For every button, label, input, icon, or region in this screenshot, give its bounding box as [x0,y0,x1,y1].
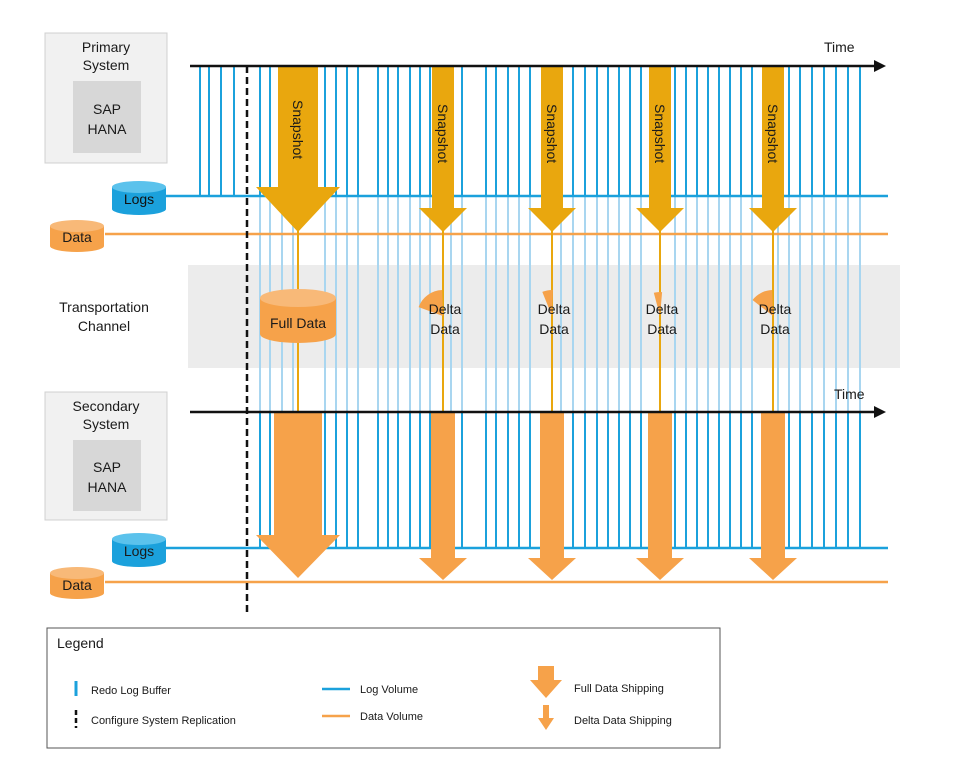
delta-data-label-1: Delta [646,301,679,317]
delta-data-label-2: Data [647,321,677,337]
primary-logs-label: Logs [124,191,154,207]
secondary-data-cylinder: Data [50,567,104,599]
delta-data-wedge [653,292,663,316]
secondary-hana-line1: SAP [93,459,121,475]
transport-channel-label-1: Transportation [59,299,149,315]
secondary-hana-line2: HANA [88,479,128,495]
full-data-label: Full Data [270,315,326,331]
delta-data-shipping-arrow [528,413,576,580]
legend-redo-log-label: Redo Log Buffer [91,685,171,697]
legend-box [46,627,721,749]
legend-log-volume-label: Log Volume [360,684,418,696]
legend-delta-shipping-icon [538,705,554,730]
primary-system-title-1: Primary [82,39,130,55]
legend-configure-label: Configure System Replication [91,715,236,727]
legend-delta-shipping-label: Delta Data Shipping [574,715,672,727]
primary-hana-line1: SAP [93,101,121,117]
full-data-shipping-arrow [256,413,340,578]
delta-data-label-1: Delta [429,301,462,317]
delta-snapshot-label: Snapshot [544,104,560,163]
full-snapshot-arrow [256,66,340,232]
full-snapshot-label: Snapshot [290,100,306,159]
delta-data-label-1: Delta [759,301,792,317]
primary-logs-cylinder: Logs [112,181,166,215]
delta-data-shipping-arrow [636,413,684,580]
delta-snapshot-arrow [419,66,467,232]
secondary-time-label: Time [834,386,865,402]
delta-data-label-2: Data [760,321,790,337]
primary-data-label: Data [62,229,92,245]
delta-data-wedge [418,290,443,316]
primary-hana-line2: HANA [88,121,128,137]
secondary-hana-box [73,440,141,511]
redo-log-lines [199,66,861,548]
secondary-logs-label: Logs [124,543,154,559]
delta-snapshot-label: Snapshot [435,104,451,163]
delta-snapshot-arrow [528,66,576,232]
delta-data-label-1: Delta [538,301,571,317]
delta-snapshot-arrow [636,66,684,232]
delta-snapshot-label: Snapshot [765,104,781,163]
secondary-system-title-1: Secondary [73,398,140,414]
delta-data-shipping-arrow [419,413,467,580]
primary-time-axis [190,60,886,72]
transport-channel-label-2: Channel [78,318,130,334]
delta-data-shipping-arrow [749,413,797,580]
primary-system-title-2: System [83,57,130,73]
primary-time-label: Time [824,39,855,55]
primary-hana-box [73,81,141,153]
delta-data-wedge [542,289,553,316]
secondary-logs-cylinder: Logs [112,533,166,567]
delta-data-label-2: Data [539,321,569,337]
secondary-system-title-2: System [83,416,130,432]
primary-data-cylinder: Data [50,220,104,252]
delta-data-wedge [752,290,773,316]
legend-title: Legend [57,635,104,651]
legend-full-shipping-label: Full Data Shipping [574,683,664,695]
delta-data-label-2: Data [430,321,460,337]
legend-full-shipping-icon [530,666,562,698]
delta-snapshot-label: Snapshot [652,104,668,163]
shipping-group: Snapshot Snapshot Snapshot Snapshot Snapshot [256,66,797,580]
legend-data-volume-label: Data Volume [360,711,423,723]
full-data-cylinder: Full Data [260,289,336,343]
secondary-time-axis [190,406,886,418]
delta-snapshot-arrow [749,66,797,232]
secondary-data-label: Data [62,577,92,593]
